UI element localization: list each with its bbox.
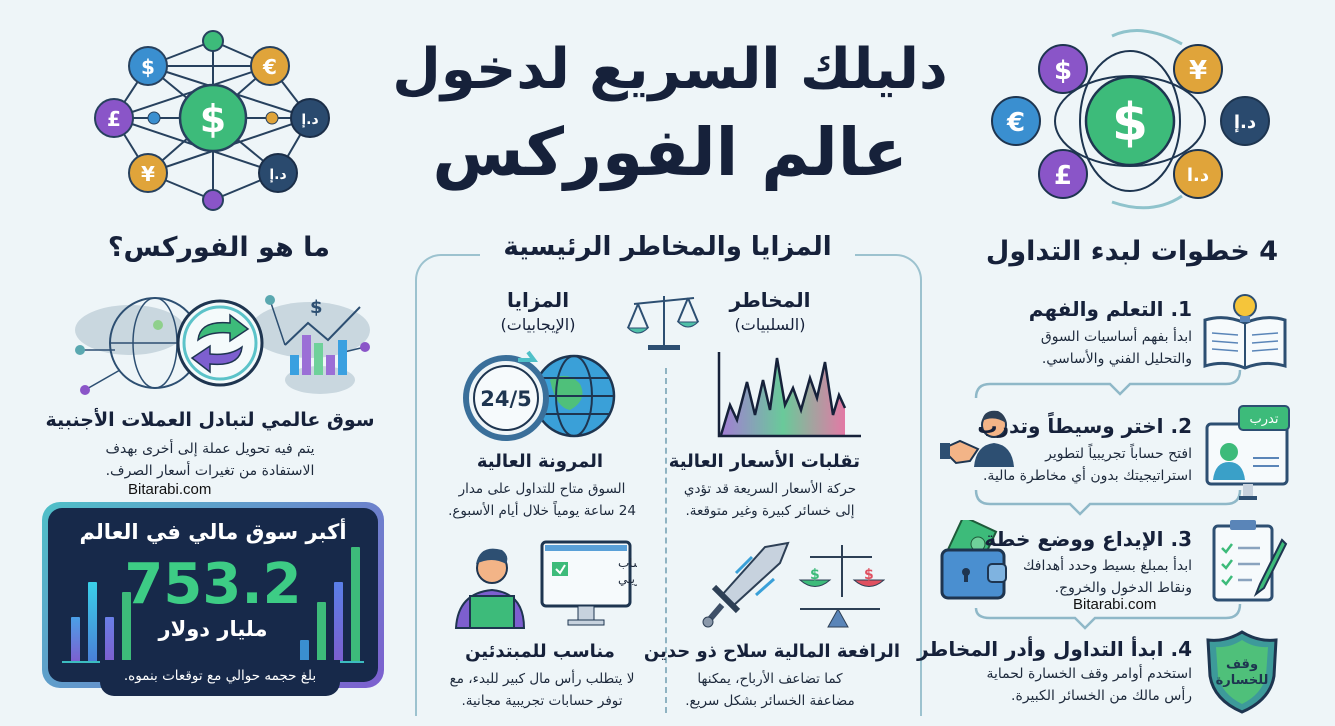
svg-text:¥: ¥ [1189, 56, 1207, 86]
svg-text:¥: ¥ [141, 162, 155, 186]
pros-subheading: (الإيجابيات) [500, 315, 576, 334]
svg-text:$: $ [310, 297, 323, 318]
svg-text:$: $ [1054, 56, 1072, 86]
handshake-broker-icon [940, 410, 1014, 467]
risks-subheading: (السلبيات) [734, 315, 806, 334]
demo-account-label: حسابتجريبي [618, 556, 637, 587]
market-size-unit: مليار دولار [158, 617, 268, 641]
exchange-arrows-icon [176, 299, 264, 387]
svg-text:£: £ [1054, 161, 1072, 191]
volatile-price-chart-icon [717, 352, 861, 438]
balance-scale-icon [626, 296, 700, 350]
euro-coin-icon [991, 96, 1041, 146]
steps-connector-lines [974, 370, 1242, 630]
sword-leverage-icon: $$ [702, 541, 885, 628]
training-label: تدرب [1250, 412, 1279, 427]
svg-text:د.إ: د.إ [1234, 112, 1256, 133]
what-is-forex-description: يتم فيه تحويل عملة إلى أخرى بهدف الاستفا… [105, 441, 315, 479]
dollar-coin-icon [178, 83, 248, 153]
risks-heading: المخاطر [729, 288, 811, 312]
market-size-caption: بلغ حجمه حوالي مع توقعات بنموه. [100, 660, 340, 696]
yen-coin-icon [1173, 44, 1223, 94]
pound-coin-icon [94, 98, 134, 138]
dinar-coin-icon [1173, 149, 1223, 199]
svg-text:$: $ [141, 55, 155, 79]
dollar-coin-icon [1038, 44, 1088, 94]
steps-heading: 4 خطوات لبدء التداول [985, 236, 1278, 267]
what-is-forex-subtitle: سوق عالمي لتبادل العملات الأجنبية [45, 409, 375, 431]
svg-text:$: $ [864, 567, 874, 583]
currency-exchange-cluster-illustration: $ $ ¥ € د.إ £ د.ا [991, 29, 1270, 210]
dollar-coin-icon [128, 46, 168, 86]
global-exchange-illustration: $ [75, 295, 370, 395]
dirham-coin-icon [1220, 96, 1270, 146]
currency-network-illustration: $ $ € £ د.إ ¥ د.إ [94, 30, 330, 211]
dirham-coin-icon [290, 98, 330, 138]
clock-globe-icon: 24/5 [463, 350, 616, 441]
svg-text:$: $ [1112, 93, 1148, 153]
wallet-money-icon [940, 520, 1007, 600]
checklist-clipboard-icon [1212, 520, 1288, 602]
watermark-text: Bitarabi.com [128, 481, 212, 498]
yen-coin-icon [128, 153, 168, 193]
dollar-coin-icon [1084, 75, 1176, 167]
svg-text:$: $ [200, 97, 226, 141]
step-3-title: 3. الإيداع ووضع خطة [984, 527, 1192, 551]
svg-text:د.إ: د.إ [301, 112, 318, 128]
page-title-line1: دليلك السريع لدخول [392, 37, 948, 102]
svg-text:€: € [1006, 108, 1025, 138]
step-2-description: افتح حساباً تجريبياً لتطوير استراتيجيتك … [982, 446, 1192, 484]
pros-cons-heading: المزايا والمخاطر الرئيسية [503, 232, 832, 262]
step-4-title: 4. ابدأ التداول وأدر المخاطر [917, 637, 1192, 661]
svg-text:د.إ: د.إ [269, 167, 286, 183]
market-size-card: أكبر سوق مالي في العالم 753.2 مليار دولا… [42, 502, 384, 688]
page-title-line2: عالم الفوركس [432, 114, 908, 191]
euro-coin-icon [250, 46, 290, 86]
risk-1-title: تقلبات الأسعار العالية [668, 451, 860, 472]
market-size-heading: أكبر سوق مالي في العالم [79, 520, 347, 544]
step-3-description: ابدأ بمبلغ بسيط وحدد أهدافك ونقاط الدخول… [1022, 558, 1192, 596]
risk-2-description: كما تضاعف الأرباح، يمكنها مضاعفة الخسائر… [685, 671, 855, 709]
step-1-title: 1. التعلم والفهم [1028, 297, 1192, 321]
step-4-description: استخدم أوامر وقف الخسارة لحماية رأس مالك… [986, 666, 1192, 704]
watermark-text: Bitarabi.com [1073, 596, 1157, 613]
risk-2-title: الرافعة المالية سلاح ذو حدين [643, 641, 900, 662]
dirham-coin-icon [258, 153, 298, 193]
pro-2-description: لا يتطلب رأس مال كبير للبدء، مع توفر حسا… [449, 671, 635, 709]
step-1-description: ابدأ بفهم أساسيات السوق والتحليل الفني و… [1040, 329, 1192, 367]
pros-heading: المزايا [506, 288, 570, 312]
risk-1-description: حركة الأسعار السريعة قد تؤدي إلى خسائر ك… [683, 481, 857, 519]
step-2-title: 2. اختر وسيطاً وتدرب [977, 414, 1192, 438]
market-size-value: 753.2 [124, 552, 302, 617]
pro-1-description: السوق متاح للتداول على مدار 24 ساعة يومي… [448, 481, 636, 519]
pro-2-title: مناسب للمبتدئين [465, 641, 615, 662]
svg-text:€: € [262, 55, 277, 79]
clock-24-5-label: 24/5 [480, 387, 532, 411]
what-is-forex-heading: ما هو الفوركس؟ [107, 232, 330, 263]
beginner-demo-account-icon: حسابتجريبي [454, 540, 637, 629]
svg-text:£: £ [107, 107, 121, 131]
pro-1-title: المرونة العالية [476, 451, 604, 472]
svg-text:$: $ [810, 567, 820, 583]
training-monitor-icon: تدرب [1205, 405, 1290, 500]
pound-coin-icon [1038, 149, 1088, 199]
svg-text:د.ا: د.ا [1187, 165, 1209, 186]
book-lightbulb-icon [1203, 294, 1287, 370]
column-divider [665, 368, 667, 713]
